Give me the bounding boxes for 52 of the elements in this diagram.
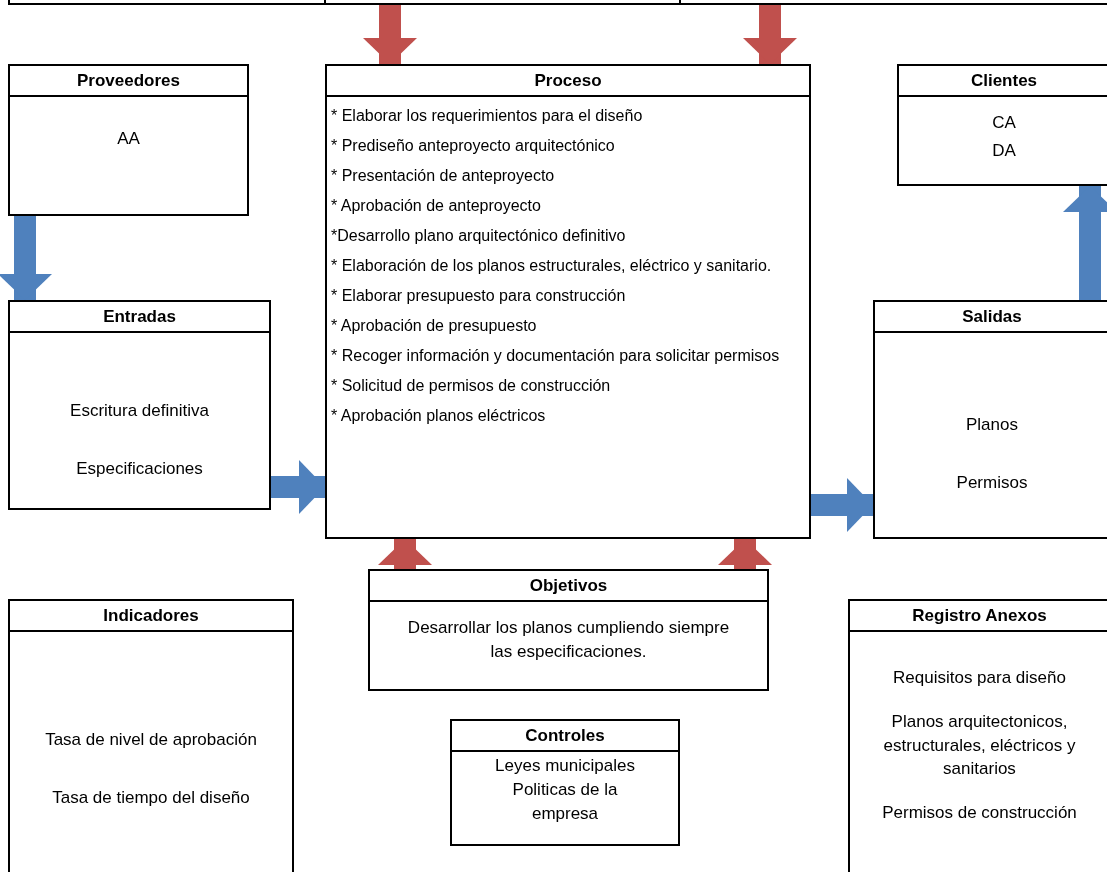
step-text: * Aprobación de anteproyecto — [331, 196, 541, 216]
card-heading: Entradas — [10, 302, 269, 333]
process-card — [848, 599, 1107, 872]
item-text: Politicas de la empresa — [511, 778, 619, 825]
item-text: Permisos — [956, 471, 1028, 494]
block-arrow — [1063, 186, 1107, 300]
step-text: * Elaborar presupuesto para construcción — [331, 286, 626, 306]
block-arrow — [378, 539, 432, 569]
step-text: * Elaborar los requerimientos para el diseño — [331, 106, 643, 126]
process-card — [8, 300, 271, 510]
item-text: Leyes municipales — [495, 755, 635, 777]
process-card — [325, 64, 811, 539]
card-heading: Clientes — [899, 66, 1107, 97]
item-text: Planos — [966, 414, 1018, 436]
block-arrow — [271, 460, 325, 514]
step-text: * Solicitud de permisos de construcción — [331, 376, 611, 396]
item-text: Planos arquitectonicos, estructurales, eléctricos y sanitarios — [882, 710, 1077, 781]
process-card — [873, 300, 1107, 539]
item-text: AA — [117, 128, 140, 150]
card-heading: Registro Anexos — [850, 601, 1107, 632]
block-arrow — [743, 5, 797, 64]
item-text: Desarrollar los planos cumpliendo siempre las especificaciones. — [406, 617, 731, 663]
step-text: * Aprobación planos eléctricos — [331, 406, 546, 426]
block-arrow — [811, 478, 873, 532]
item-text: Tasa de nivel de aprobación — [45, 729, 257, 751]
step-text: * Elaboración de los planos estructurales, eléctrico y sanitario. — [331, 256, 772, 276]
process-card — [368, 569, 769, 691]
item-text: Tasa de tiempo del diseño — [52, 786, 250, 809]
item-text: DA — [992, 139, 1016, 162]
process-card — [8, 599, 294, 872]
item-text: Especificaciones — [76, 457, 203, 480]
step-text: * Recoger información y documentación para solicitar permisos — [331, 346, 780, 366]
item-text: Escritura definitiva — [70, 400, 209, 422]
item-text: Requisitos para diseño — [893, 667, 1066, 689]
process-card — [450, 719, 680, 846]
card-heading: Indicadores — [10, 601, 292, 632]
item-text: Permisos de construcción — [882, 802, 1077, 825]
process-card — [897, 64, 1107, 186]
block-arrow — [0, 216, 52, 300]
card-heading: Salidas — [875, 302, 1107, 333]
process-card — [8, 64, 249, 216]
card-heading: Controles — [452, 721, 678, 752]
card-heading: Objetivos — [370, 571, 767, 602]
item-text: CA — [992, 112, 1016, 134]
card-heading: Proceso — [327, 66, 809, 97]
card-heading: Proveedores — [10, 66, 247, 97]
block-arrow — [363, 5, 417, 64]
step-text: * Presentación de anteproyecto — [331, 166, 555, 186]
step-text: *Desarrollo plano arquitectónico definitivo — [331, 226, 626, 246]
step-text: * Prediseño anteproyecto arquitectónico — [331, 136, 615, 156]
step-text: * Aprobación de presupuesto — [331, 316, 537, 336]
block-arrow — [718, 539, 772, 569]
